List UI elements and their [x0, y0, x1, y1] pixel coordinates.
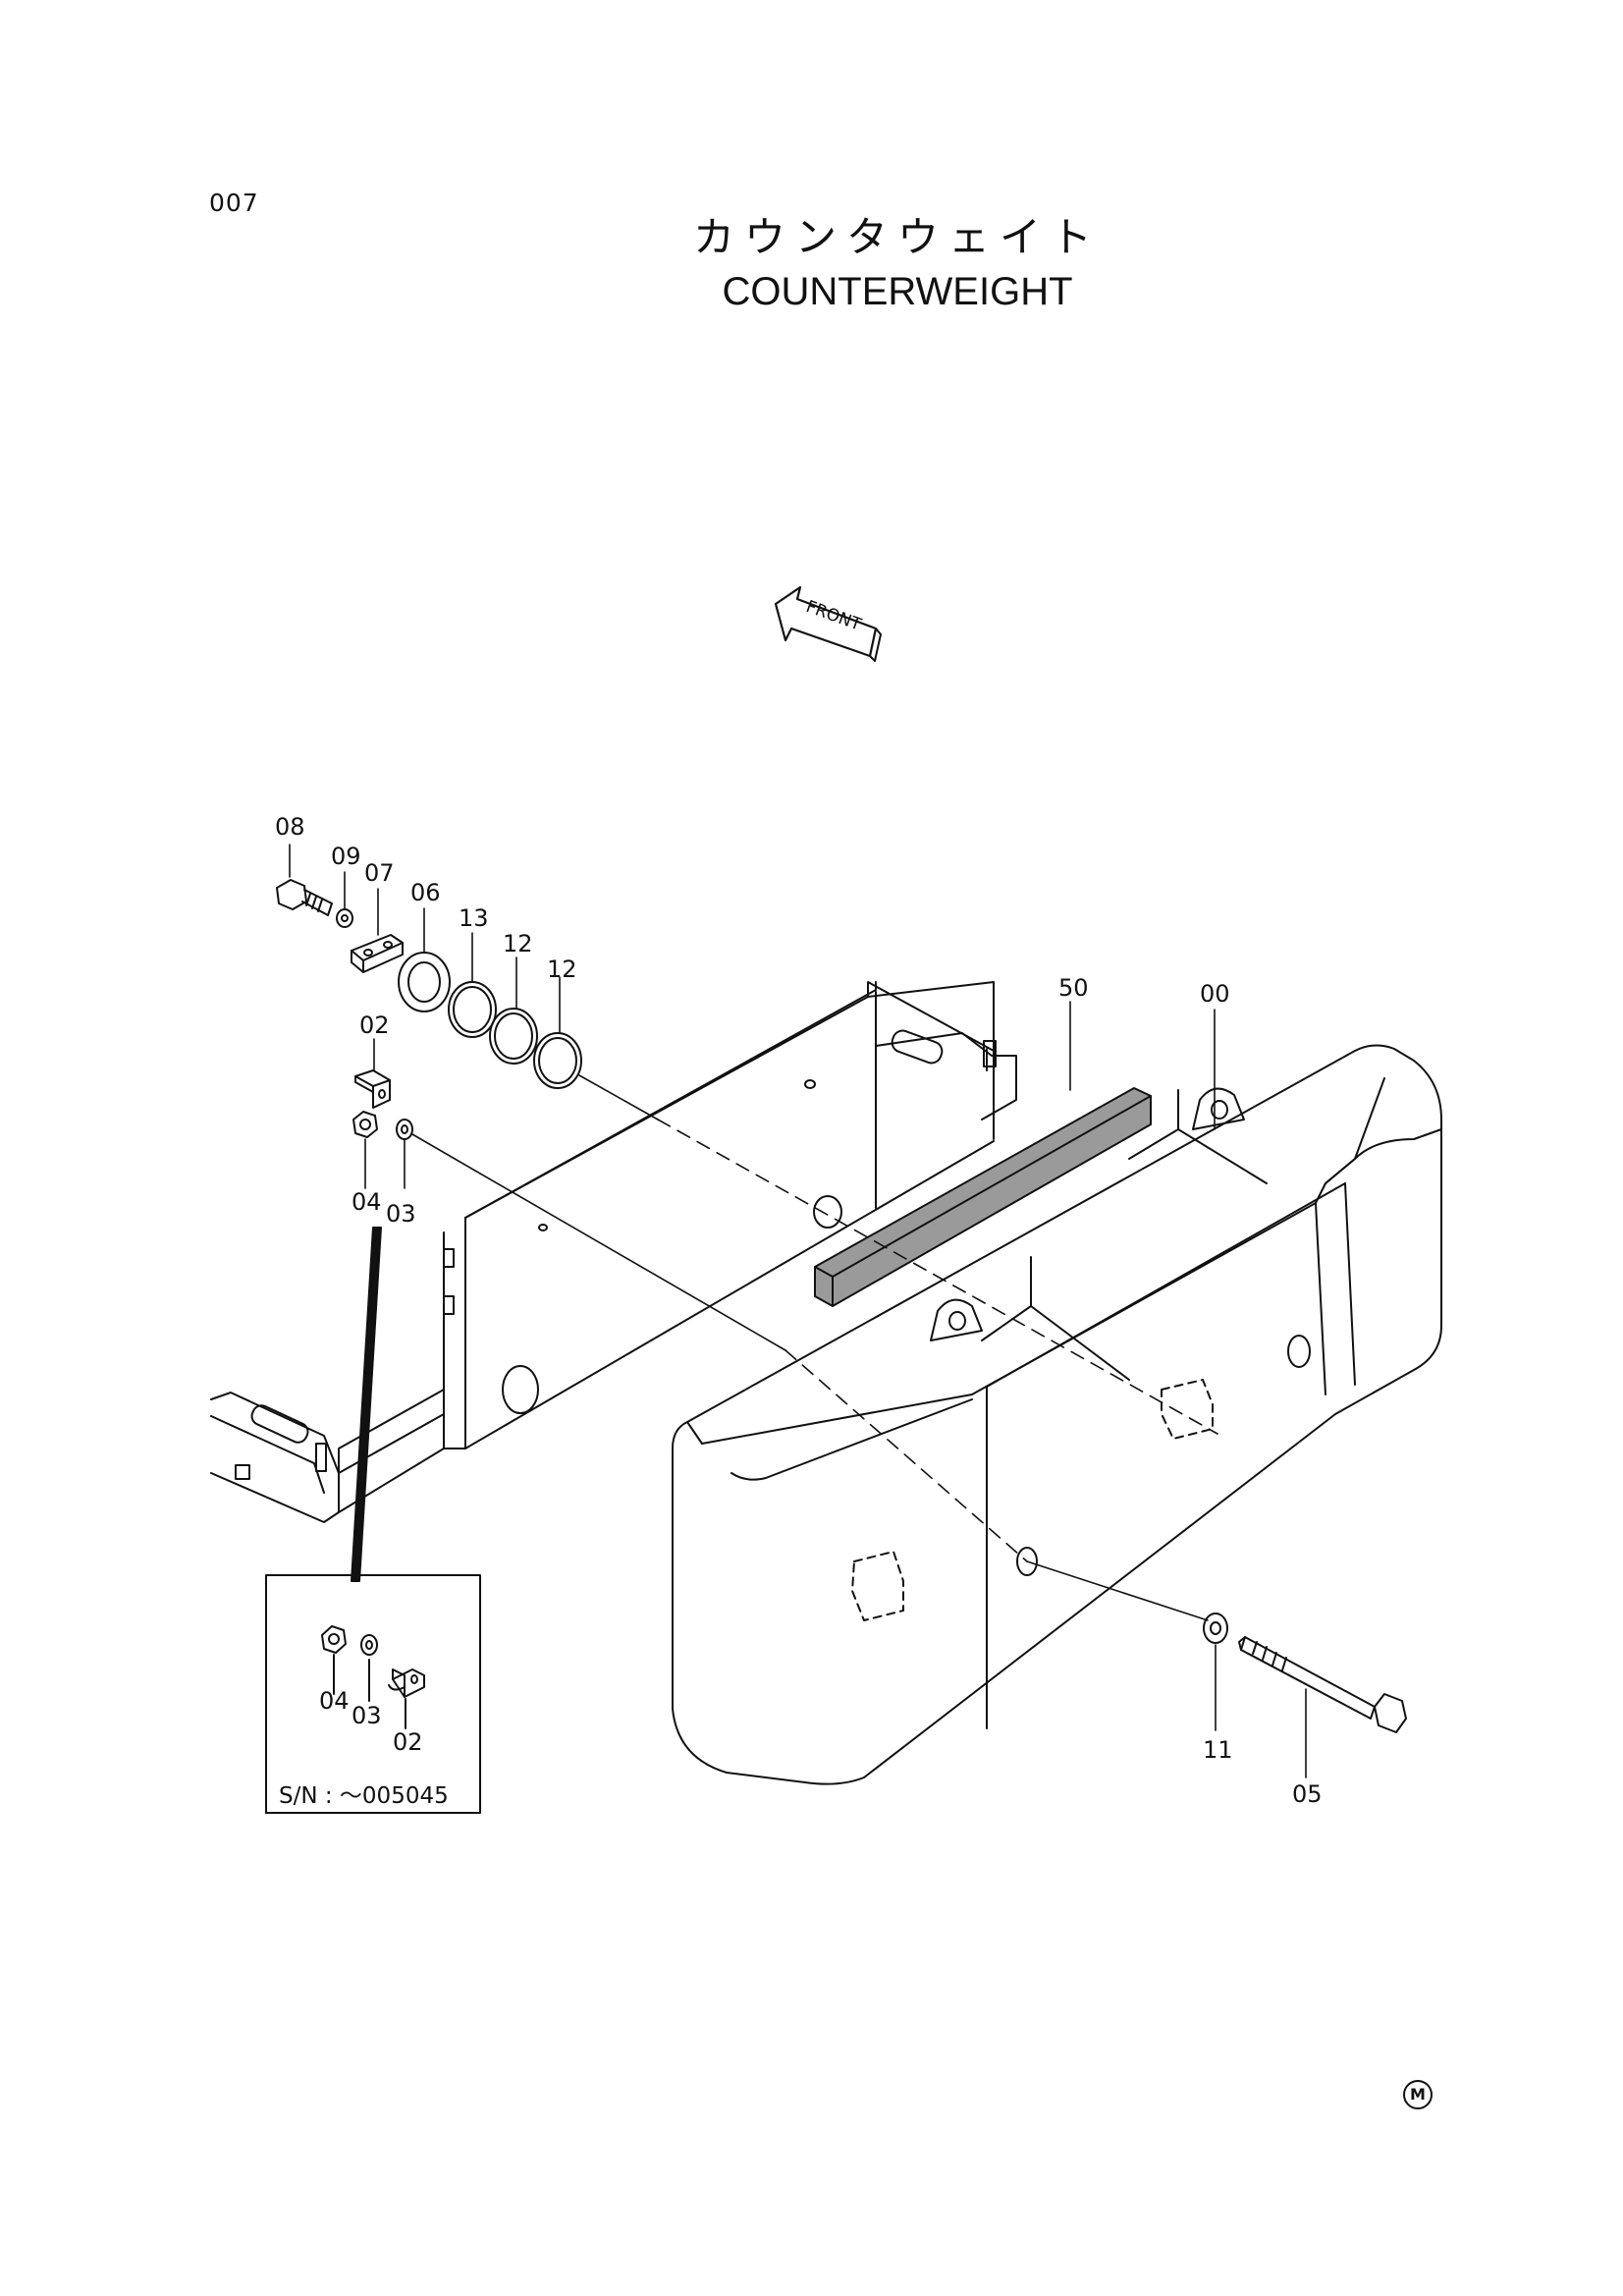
part-50-strip [814, 1087, 1152, 1307]
part-04-nut [352, 1111, 378, 1138]
inset-box [265, 1574, 481, 1814]
page-title: COUNTERWEIGHT [722, 270, 1073, 313]
part-09-washer [336, 908, 353, 928]
frame-plate [210, 981, 1017, 1523]
callout-05: 05 [1292, 1780, 1323, 1808]
page-title-japanese: カウンタウェイト [692, 213, 1102, 261]
counterweight-body [672, 1044, 1442, 1785]
callout-12-a: 12 [503, 930, 533, 957]
callout-07: 07 [364, 859, 395, 887]
part-12-shim-a [489, 1008, 538, 1065]
part-11-washer [1203, 1613, 1228, 1644]
part-12-shim-b [533, 1032, 582, 1089]
callout-12-b: 12 [547, 956, 577, 983]
part-13-shim [448, 981, 497, 1038]
part-02-bracket [354, 1069, 391, 1109]
inset-pointer [351, 1227, 382, 1582]
inset-callout-04: 04 [319, 1687, 350, 1715]
callout-11: 11 [1203, 1736, 1233, 1764]
front-arrow-icon: FRONT [774, 585, 882, 662]
callout-03: 03 [386, 1200, 416, 1228]
title-block: カウンタウェイト COUNTERWEIGHT [0, 210, 1623, 318]
part-07-plate [351, 934, 404, 973]
callout-08: 08 [275, 813, 305, 841]
footer-mark-icon: M [1403, 2080, 1433, 2109]
callout-06: 06 [410, 879, 441, 906]
inset-serial-note: S/N : ～005045 [279, 1783, 449, 1809]
part-05-bolt [1238, 1636, 1407, 1733]
callout-50: 50 [1058, 974, 1089, 1002]
callout-09: 09 [331, 843, 361, 870]
callout-00: 00 [1200, 980, 1230, 1008]
callout-13: 13 [459, 904, 489, 932]
part-06-shim [398, 952, 451, 1012]
part-03-washer [396, 1119, 413, 1140]
inset-callout-03: 03 [352, 1702, 382, 1729]
callout-04: 04 [352, 1188, 382, 1216]
callout-02: 02 [359, 1011, 390, 1039]
inset-callout-02: 02 [393, 1728, 423, 1756]
page-number: 007 [209, 189, 259, 217]
part-08-bolt [276, 879, 333, 916]
assembly-lines [289, 844, 1307, 1778]
